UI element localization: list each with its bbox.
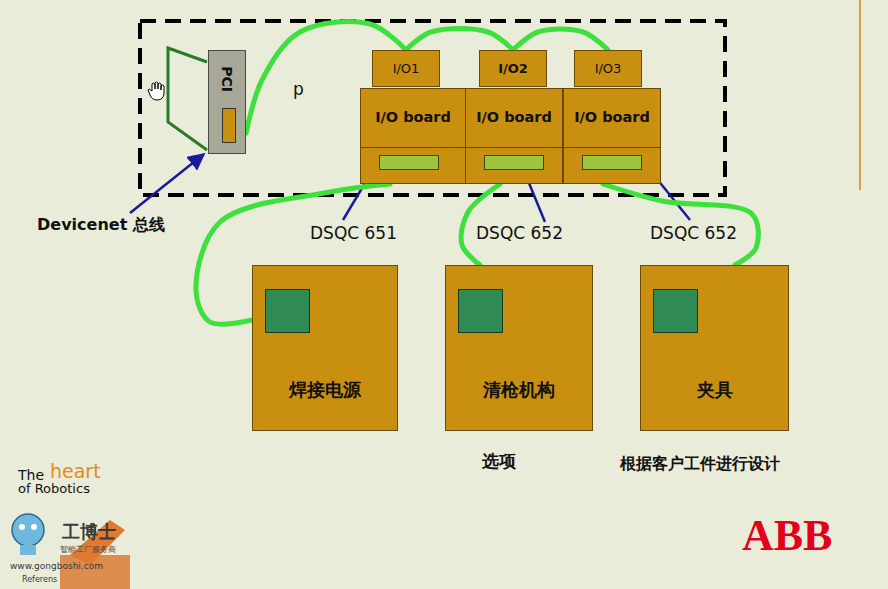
device-interface-module <box>265 289 310 333</box>
robot-icon <box>12 514 130 589</box>
devicenet-cable <box>513 29 608 50</box>
io-address-box: I/O3 <box>574 50 642 87</box>
devicenet-connector <box>379 155 439 170</box>
io-address-box: I/O1 <box>372 50 440 87</box>
hand-cursor <box>148 82 164 100</box>
slide-edge-line <box>859 0 861 190</box>
devicenet-connector <box>484 155 544 170</box>
device-interface-module <box>653 289 698 333</box>
device-interface-module <box>458 289 503 333</box>
devicenet-cable <box>603 184 758 265</box>
device-label: 夹具 <box>641 378 788 402</box>
io-board-box: I/O board <box>465 88 563 184</box>
note-label: 选项 <box>482 452 516 471</box>
slot-label: PCI <box>219 66 235 92</box>
devicenet-cable <box>406 28 513 50</box>
io-address-label: I/O1 <box>373 61 439 76</box>
watermark: 工博士 <box>62 522 116 542</box>
io-board-box: I/O board <box>563 88 661 184</box>
io-address-box: I/O2 <box>479 50 547 87</box>
devicenet-connector <box>582 155 642 170</box>
logo-text: heart <box>50 461 101 482</box>
io-board-box: I/O board <box>360 88 466 184</box>
board-model-label: DSQC 651 <box>308 224 399 243</box>
watermark: 智能工厂服务商 <box>60 546 116 555</box>
device-box: 夹具 <box>640 265 789 431</box>
leader-line <box>130 154 204 213</box>
abb-logo: ABB <box>742 512 832 560</box>
pci-bracket <box>168 48 207 150</box>
logo-text: of Robotics <box>18 482 90 496</box>
board-model-label: DSQC 652 <box>474 224 565 243</box>
watermark: Referens <box>22 576 57 585</box>
device-box: 清枪机构 <box>445 265 593 431</box>
device-label: 焊接电源 <box>253 378 397 402</box>
board-label: I/O board <box>564 109 660 125</box>
device-label: 清枪机构 <box>446 378 592 402</box>
pci-slot: PCI <box>208 50 246 154</box>
note-label: 根据客户工件进行设计 <box>620 455 780 473</box>
board-label: I/O board <box>466 109 562 125</box>
io-address-label: I/O3 <box>575 61 641 76</box>
stray-letter: p <box>293 80 304 99</box>
bus-label: Devicenet 总线 <box>35 216 167 234</box>
board-label: I/O board <box>361 109 465 125</box>
device-box: 焊接电源 <box>252 265 398 431</box>
board-model-label: DSQC 652 <box>648 224 739 243</box>
watermark: www.gongboshi.com <box>10 562 103 572</box>
controller-region <box>140 21 725 195</box>
io-address-label: I/O2 <box>480 61 546 76</box>
pci-connector <box>222 108 236 143</box>
